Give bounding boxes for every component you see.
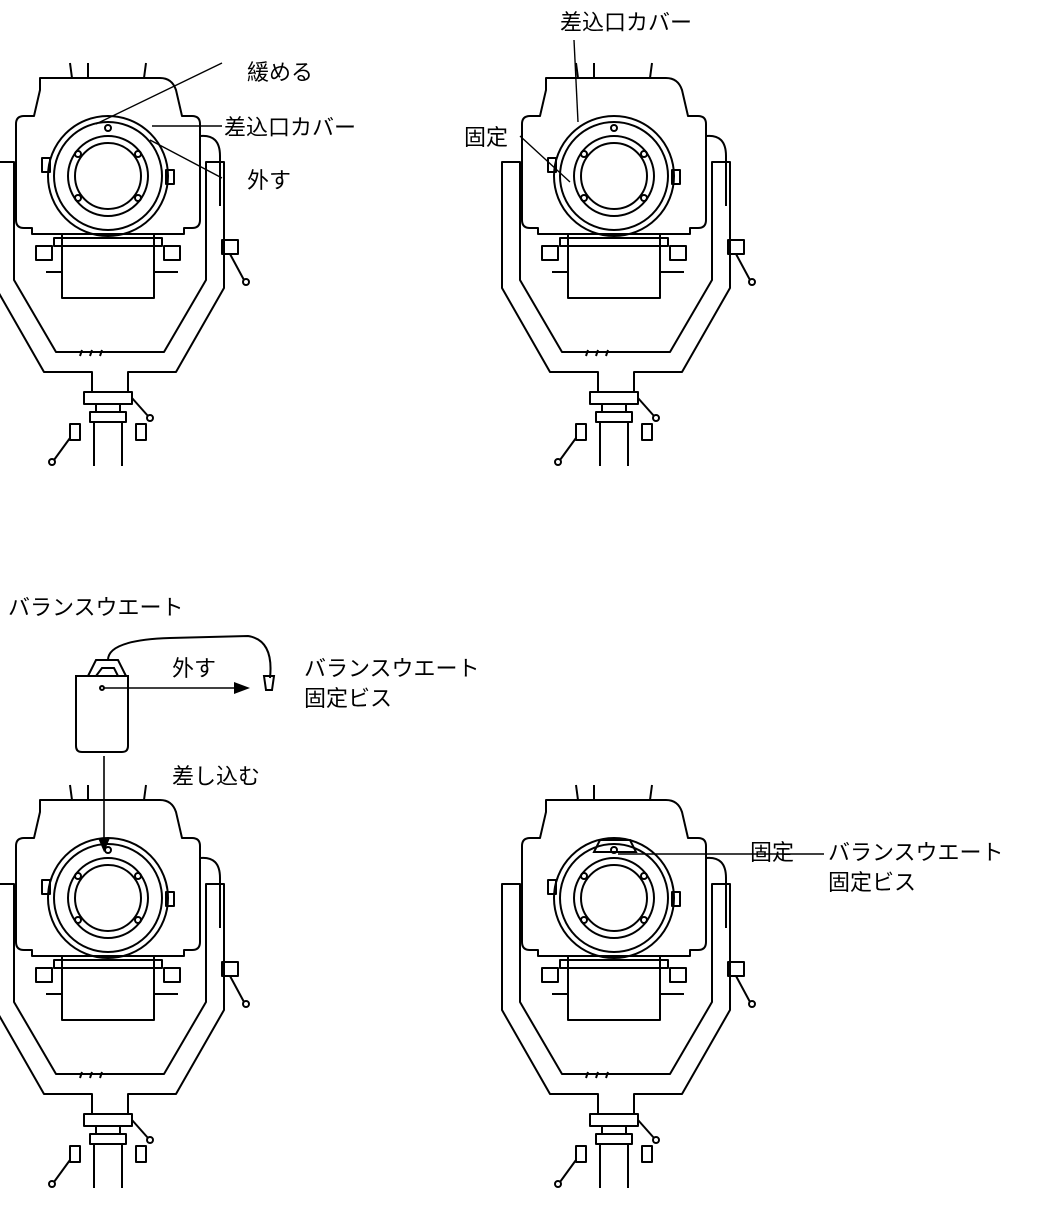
label-cover: 差込口カバー [224, 116, 356, 141]
leader-fix [519, 135, 571, 183]
label-screw-line2: 固定ビス [304, 687, 392, 712]
head-unit-drawing [501, 62, 756, 467]
panel-top-left: 緩める 差込口カバー 外す [0, 61, 356, 467]
panel-bottom-left: バランスウエート 外す バランスウエート 固定ビス 差し込む [0, 596, 480, 1189]
balance-weight-drawing [75, 634, 276, 753]
panel-bottom-right: 固定 バランスウエート 固定ビス [501, 784, 1004, 1189]
label-loosen: 緩める [247, 61, 313, 86]
label-screw-line2: 固定ビス [828, 871, 916, 896]
label-remove: 外す [172, 657, 216, 682]
label-fix: 固定 [750, 841, 794, 866]
head-unit-drawing [0, 784, 250, 1189]
label-screw-line1: バランスウエート [304, 657, 480, 682]
panel-top-right: 差込口カバー 固定 [464, 11, 756, 467]
label-remove: 外す [247, 169, 291, 194]
leader-cover [573, 39, 579, 123]
label-insert: 差し込む [172, 765, 260, 790]
label-cover: 差込口カバー [560, 11, 692, 36]
head-unit-drawing [0, 62, 250, 467]
label-balance-weight: バランスウエート [8, 596, 184, 621]
label-screw-line1: バランスウエート [828, 841, 1004, 866]
leader-remove [149, 139, 223, 179]
arrowhead-remove [234, 682, 250, 694]
head-unit-drawing [501, 784, 756, 1189]
leader-loosen [95, 62, 223, 125]
inserted-weight [592, 839, 638, 853]
label-fix: 固定 [464, 126, 508, 151]
